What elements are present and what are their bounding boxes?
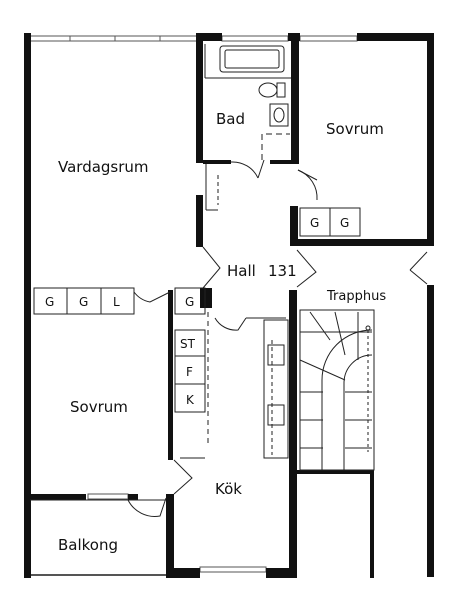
room-label-bedroom-upper: Sovrum xyxy=(326,120,384,138)
closet-label: G xyxy=(340,216,349,230)
kitchen-fixture-label: ST xyxy=(180,337,196,351)
closet-label: G xyxy=(310,216,319,230)
kitchen-fixture-label: F xyxy=(186,365,193,379)
walls xyxy=(24,33,434,578)
kitchen-fixture-label: K xyxy=(186,393,195,407)
room-label-kitchen: Kök xyxy=(215,480,242,498)
room-label-stairwell: Trapphus xyxy=(326,289,386,304)
closet-label: G xyxy=(185,295,194,309)
closet-label: G xyxy=(45,295,54,309)
apartment-number: 131 xyxy=(268,262,297,280)
room-label-balcony: Balkong xyxy=(58,536,118,554)
room-label-bedroom-lower: Sovrum xyxy=(70,398,128,416)
room-label-living: Vardagsrum xyxy=(58,158,149,176)
room-label-hall: Hall xyxy=(227,262,256,280)
thin-lines xyxy=(30,44,428,517)
closet-label: L xyxy=(113,295,120,309)
room-label-bath: Bad xyxy=(216,110,245,128)
closet-label: G xyxy=(79,295,88,309)
